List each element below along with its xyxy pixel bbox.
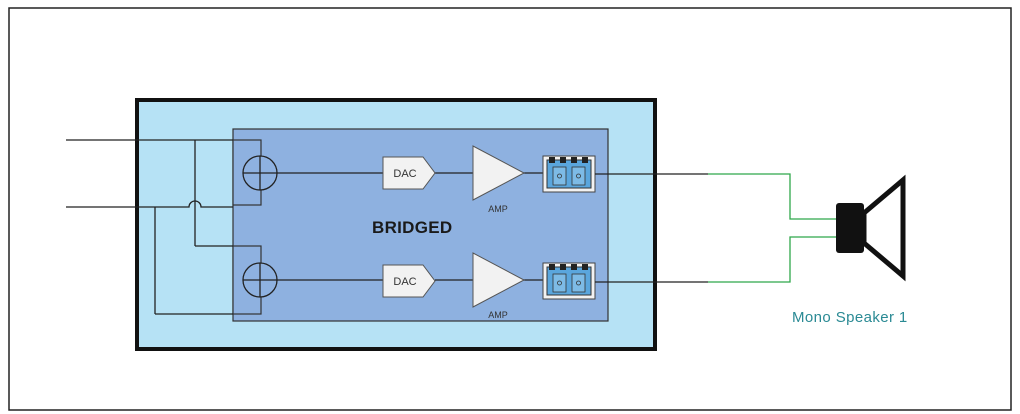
input-jack-icon: [242, 262, 278, 298]
bridged-label: BRIDGED: [372, 218, 453, 237]
dac-icon: DAC: [382, 264, 436, 298]
terminal-block-icon: [542, 155, 596, 193]
input-wiring: [66, 139, 233, 315]
dac-label: DAC: [393, 276, 416, 288]
speaker-label: Mono Speaker 1: [792, 309, 908, 326]
amp-icon: AMP: [472, 145, 526, 214]
amp-icon: AMP: [472, 252, 526, 320]
input-jack-icon: [242, 155, 278, 191]
speaker-icon: [836, 174, 906, 282]
terminal-block-icon: [542, 262, 596, 300]
amp-label: AMP: [488, 310, 508, 320]
dac-icon: DAC: [382, 156, 436, 190]
amp-label: AMP: [488, 204, 508, 214]
dac-label: DAC: [393, 168, 416, 180]
output-wiring: [595, 173, 836, 283]
